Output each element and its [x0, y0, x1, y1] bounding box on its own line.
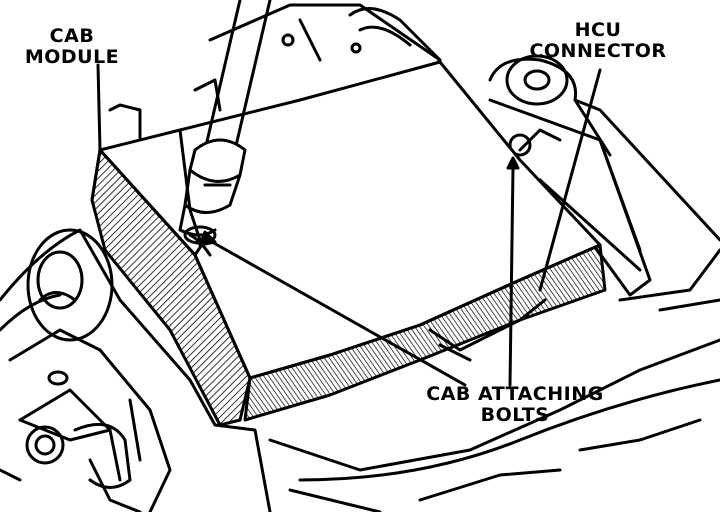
hcu-connector-label-line2: CONNECTOR	[529, 40, 667, 62]
cab-module-label-line2: MODULE	[24, 46, 120, 68]
hcu-connector-leader	[538, 68, 602, 292]
cab-module-box	[90, 60, 607, 427]
cab-module-leader	[96, 63, 102, 152]
bolt-leader-right	[508, 166, 515, 387]
cab-bolts-label-line2: BOLTS	[480, 404, 550, 426]
socket-tool	[178, 0, 272, 245]
bolt-arrowhead-left	[198, 230, 217, 247]
engine-housing	[0, 228, 720, 512]
hcu-bracket	[488, 54, 720, 297]
cab-module-label: CAB MODULE	[22, 26, 122, 68]
cab-module-label-line1: CAB	[49, 25, 95, 47]
leader-lines	[96, 63, 602, 387]
bolt-arrowhead	[506, 156, 520, 170]
hcu-connector-label-line1: HCU	[574, 19, 622, 41]
cab-attaching-bolts-label: CAB ATTACHING BOLTS	[400, 384, 630, 426]
bolt-leader-left	[203, 236, 467, 387]
hcu-connector-label: HCU CONNECTOR	[508, 20, 688, 62]
cab-bolts-label-line1: CAB ATTACHING	[426, 383, 604, 405]
